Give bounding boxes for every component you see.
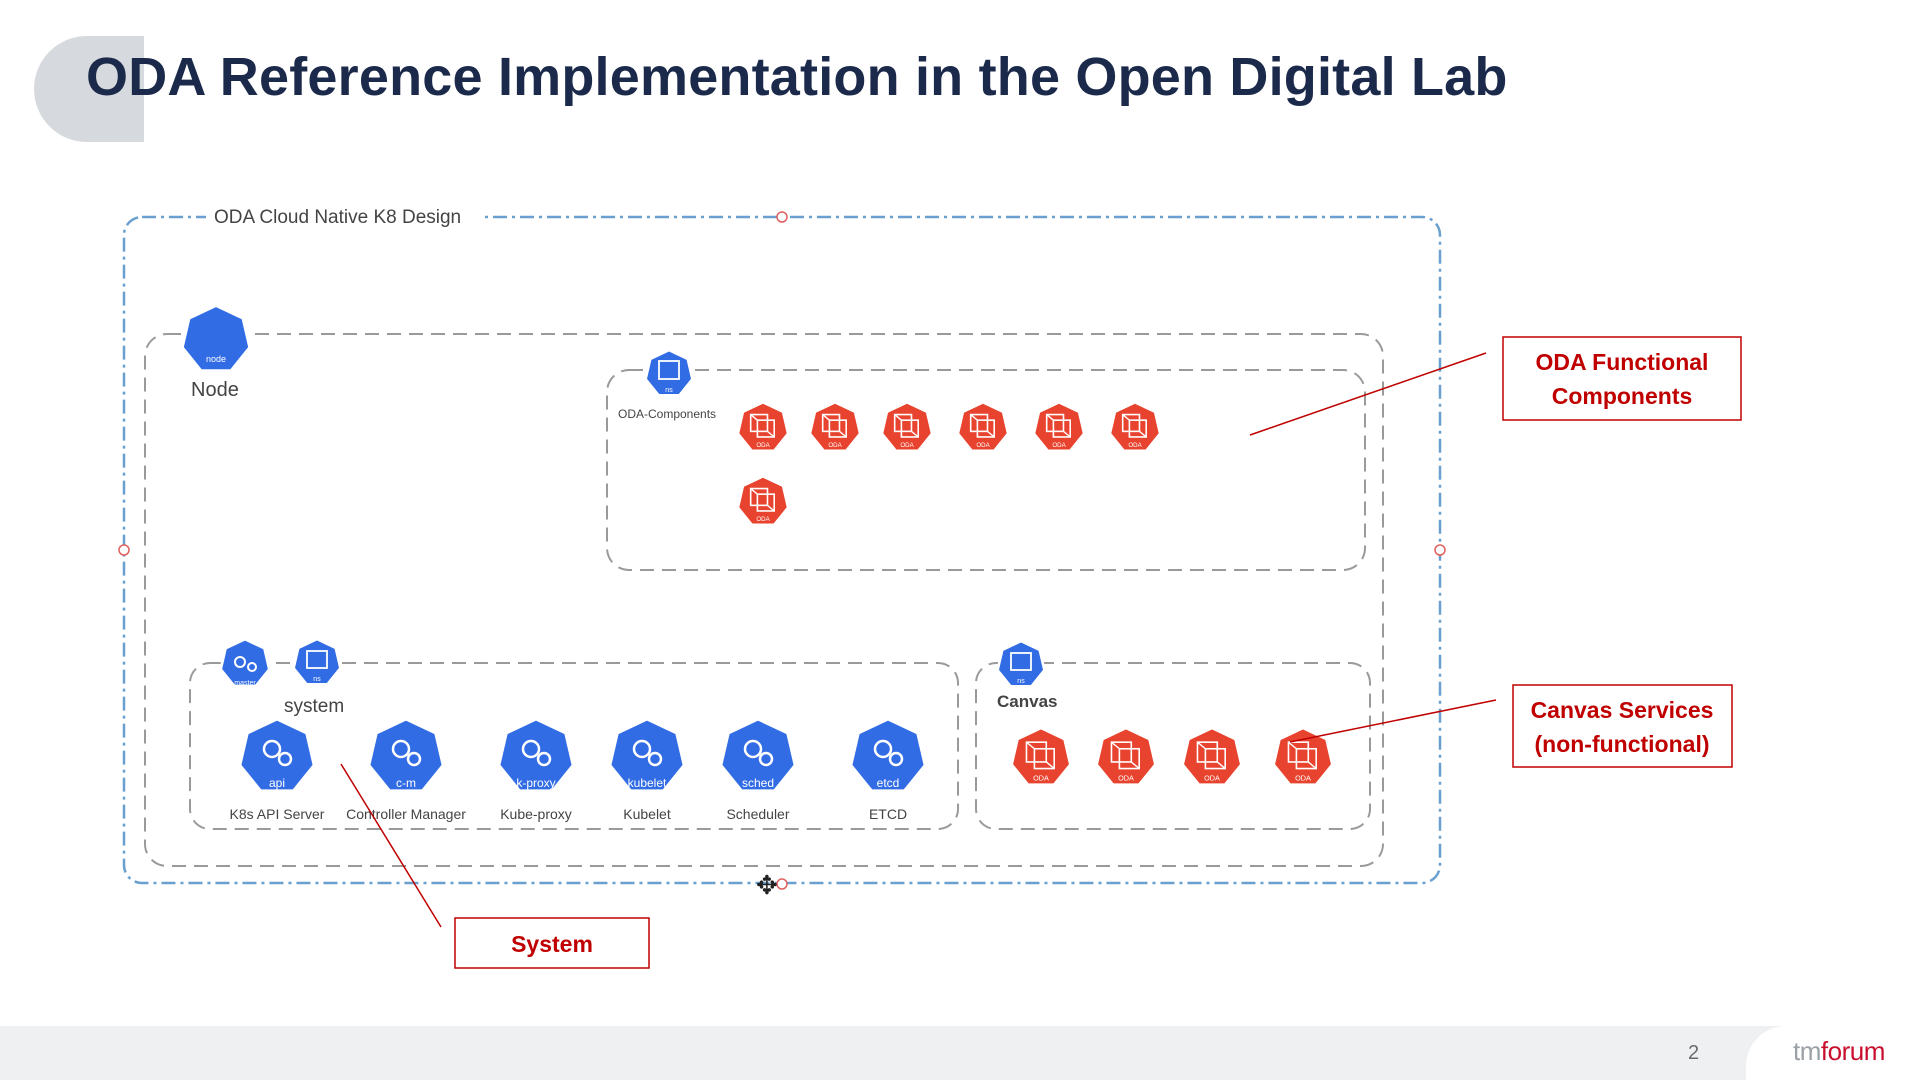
svg-text:ODA: ODA: [756, 442, 770, 449]
svg-text:ns: ns: [1017, 678, 1025, 685]
svg-text:ODA: ODA: [900, 442, 914, 449]
svg-text:ODA: ODA: [756, 516, 770, 523]
tmforum-logo: tmforum: [1793, 1036, 1885, 1066]
svg-text:ns: ns: [313, 676, 321, 683]
master-icon: master: [219, 637, 271, 688]
svg-text:master: master: [234, 680, 256, 687]
svg-text:ODA: ODA: [1128, 442, 1142, 449]
system-component-label: ETCD: [869, 806, 907, 822]
system-icon-text: kubelet: [628, 776, 667, 790]
callout-system: System: [454, 917, 650, 969]
svg-text:ODA Functional: ODA Functional: [1536, 349, 1709, 375]
canvas-label: Canvas: [997, 692, 1057, 711]
canvas-service-icon: ODA: [1094, 725, 1158, 787]
oda-component-icon: ODA: [736, 474, 790, 527]
svg-text:System: System: [511, 931, 593, 957]
frame-label: ODA Cloud Native K8 Design: [214, 207, 461, 228]
svg-text:node: node: [206, 354, 226, 364]
oda-component-icons: ODA ODA ODA ODA ODA ODA ODA: [736, 400, 1162, 527]
system-component-icon: sched: [720, 718, 796, 791]
system-icon-text: sched: [742, 776, 774, 790]
node-container: [144, 333, 1384, 867]
system-component-icon: k-proxy: [498, 718, 574, 791]
oda-component-icon: ODA: [736, 400, 790, 453]
footer-bar: [0, 1026, 1920, 1080]
svg-text:ODA: ODA: [828, 442, 842, 449]
oda-functional-leader-line: [1249, 352, 1487, 436]
svg-text:ODA: ODA: [1295, 773, 1311, 782]
system-icon-text: k-proxy: [516, 776, 555, 790]
oda-component-icon: ODA: [956, 400, 1010, 453]
oda-component-icon: ODA: [880, 400, 934, 453]
system-component-label: Kubelet: [623, 806, 671, 822]
canvas-service-icon: ODA: [1009, 725, 1073, 787]
page-number: 2: [1688, 1042, 1700, 1064]
footer-logo-tab: [1746, 1026, 1920, 1080]
canvas-services-leader-line: [1289, 699, 1497, 743]
node-label: Node: [191, 379, 239, 401]
svg-text:Canvas Services: Canvas Services: [1531, 697, 1714, 723]
system-component-label: K8s API Server: [230, 806, 325, 822]
oda-components-container: [606, 369, 1366, 571]
oda-ns-icon: ns: [644, 348, 694, 397]
system-icon-text: c-m: [396, 776, 416, 790]
canvas-service-icon: ODA: [1180, 725, 1244, 787]
svg-text:(non-functional): (non-functional): [1534, 731, 1709, 757]
system-component-label: Kube-proxy: [500, 806, 572, 822]
system-icon-text: etcd: [877, 776, 900, 790]
callout-canvas-services: Canvas Services (non-functional): [1512, 684, 1733, 768]
system-component-label: Scheduler: [726, 806, 789, 822]
callout-oda-functional: ODA Functional Components: [1502, 336, 1742, 421]
system-component-icon: api: [239, 718, 315, 791]
system-ns-icon: ns: [292, 637, 342, 686]
canvas-ns-icon: ns: [996, 639, 1046, 688]
canvas-container: [975, 662, 1371, 830]
page-title: ODA Reference Implementation in the Open…: [86, 47, 1508, 107]
svg-text:ODA: ODA: [1033, 773, 1049, 782]
svg-text:ODA: ODA: [1204, 773, 1220, 782]
svg-text:ODA: ODA: [976, 442, 990, 449]
selection-handles[interactable]: [118, 211, 1446, 890]
node-icon: node: [179, 303, 253, 374]
system-component-icon: c-m: [368, 718, 444, 791]
system-component-icon: kubelet: [609, 718, 685, 791]
system-label: system: [284, 696, 344, 717]
system-component-icon: etcd: [850, 718, 926, 791]
canvas-component-icons: ODA ODA ODA ODA: [1009, 725, 1335, 787]
oda-component-icon: ODA: [808, 400, 862, 453]
system-leader-line: [340, 763, 442, 928]
oda-components-label: ODA-Components: [618, 407, 716, 421]
move-cursor-icon: ✥: [756, 870, 778, 900]
svg-text:ODA: ODA: [1052, 442, 1066, 449]
svg-text:ODA: ODA: [1118, 773, 1134, 782]
svg-text:Components: Components: [1552, 383, 1693, 409]
oda-component-icon: ODA: [1108, 400, 1162, 453]
canvas-service-icon: ODA: [1271, 725, 1335, 787]
system-icon-text: api: [269, 776, 285, 790]
oda-component-icon: ODA: [1032, 400, 1086, 453]
title-decoration: [34, 36, 144, 142]
system-component-label: Controller Manager: [346, 806, 466, 822]
system-container: [189, 662, 959, 830]
svg-text:ns: ns: [665, 387, 673, 394]
